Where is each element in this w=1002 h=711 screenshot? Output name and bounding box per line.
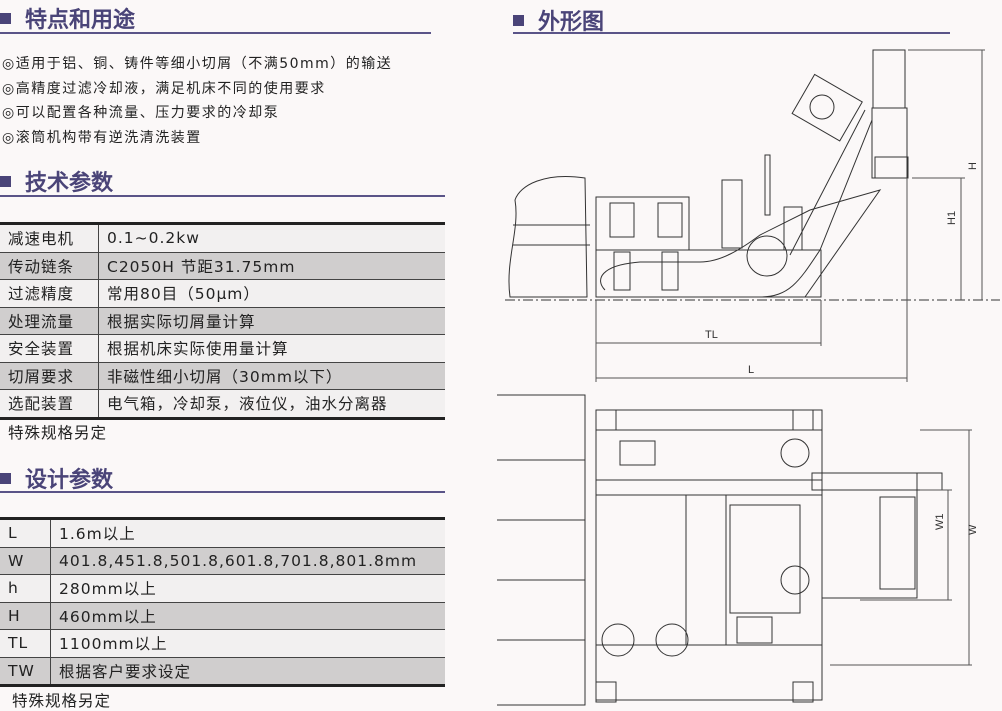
table-row: 切屑要求非磁性细小切屑（30mm以下） (0, 362, 445, 390)
tech-note: 特殊规格另定 (8, 424, 108, 442)
bullet-square-icon (0, 472, 11, 484)
param-value: 电气箱，冷却泵，液位仪，油水分离器 (98, 389, 445, 419)
features-list: ◎适用于铝、铜、铸件等细小切屑（不满50mm）的输送 ◎高精度过滤冷却液，满足机… (2, 52, 392, 150)
param-name: L (0, 518, 51, 548)
param-value: 非磁性细小切屑（30mm以下） (98, 362, 445, 390)
param-name: 过滤精度 (0, 279, 99, 308)
param-value: 根据客户要求设定 (50, 657, 445, 686)
param-value: C2050H 节距31.75mm (98, 252, 445, 280)
dim-label-H1: H1 (946, 211, 958, 225)
top-view (497, 394, 943, 706)
table-row: 处理流量根据实际切屑量计算 (0, 307, 445, 335)
dim-label-W: W (967, 524, 979, 535)
bullet-square-icon (0, 12, 11, 24)
divider (0, 195, 445, 197)
divider (0, 32, 431, 34)
table-row: 选配装置电气箱，冷却泵，液位仪，油水分离器 (0, 389, 445, 419)
design-heading: 设计参数 (0, 462, 113, 494)
tank-top (595, 409, 823, 701)
param-value: 0.1~0.2kw (98, 223, 445, 253)
features-heading: 特点和用途 (0, 2, 135, 34)
param-name: 安全装置 (0, 334, 99, 363)
param-name: 切屑要求 (0, 362, 99, 390)
features-title: 特点和用途 (25, 8, 136, 33)
param-name: h (0, 574, 51, 603)
param-value: 根据机床实际使用量计算 (98, 334, 445, 363)
drive-top (821, 472, 918, 599)
param-value: 280mm以上 (50, 574, 445, 603)
param-name: TL (0, 629, 51, 658)
param-value: 401.8,451.8,501.8,601.8,701.8,801.8mm (50, 547, 445, 575)
param-name: 选配装置 (0, 389, 99, 419)
dim-label-H: H (967, 162, 979, 170)
divider (0, 491, 445, 493)
param-name: TW (0, 657, 51, 686)
param-value: 1.6m以上 (50, 518, 445, 548)
drawing-heading: 外形图 (513, 4, 604, 36)
feature-item: ◎适用于铝、铜、铸件等细小切屑（不满50mm）的输送 (2, 56, 393, 72)
pump-box (595, 196, 690, 251)
feature-item: ◎高精度过滤冷却液，满足机床不同的使用要求 (2, 80, 326, 97)
divider (513, 32, 950, 34)
dim-label-TL: TL (705, 329, 718, 341)
param-name: 减速电机 (0, 223, 99, 253)
param-value: 460mm以上 (50, 602, 445, 630)
drawing-title: 外形图 (538, 10, 605, 35)
param-value: 1100mm以上 (50, 629, 445, 658)
feature-item: ◎滚筒机构带有逆洗清洗装置 (2, 129, 202, 146)
control-box (872, 49, 906, 109)
feature-item: ◎可以配置各种流量、压力要求的冷却泵 (2, 105, 280, 121)
bullet-square-icon (513, 14, 524, 26)
machine-tool-outline (508, 176, 588, 298)
tech-title: 技术参数 (25, 171, 114, 196)
param-name: W (0, 547, 51, 575)
dim-label-L: L (748, 364, 754, 376)
bullet-square-icon (0, 175, 11, 187)
param-name: 处理流量 (0, 307, 99, 335)
drive-unit (791, 73, 863, 142)
tech-heading: 技术参数 (0, 165, 113, 197)
table-row: 安全装置根据机床实际使用量计算 (0, 334, 445, 363)
drum (746, 235, 788, 277)
design-note: 特殊规格另定 (12, 692, 112, 710)
param-value: 根据实际切屑量计算 (98, 307, 445, 335)
design-title: 设计参数 (25, 468, 114, 493)
dimension-lines (595, 49, 985, 382)
side-view (508, 49, 909, 298)
param-name: H (0, 602, 51, 630)
dimension-lines-top (830, 429, 972, 666)
dim-label-W1: W1 (934, 514, 946, 531)
table-row: 过滤精度常用80目（50μm） (0, 279, 445, 308)
param-name: 传动链条 (0, 252, 99, 280)
param-value: 常用80目（50μm） (98, 279, 445, 308)
